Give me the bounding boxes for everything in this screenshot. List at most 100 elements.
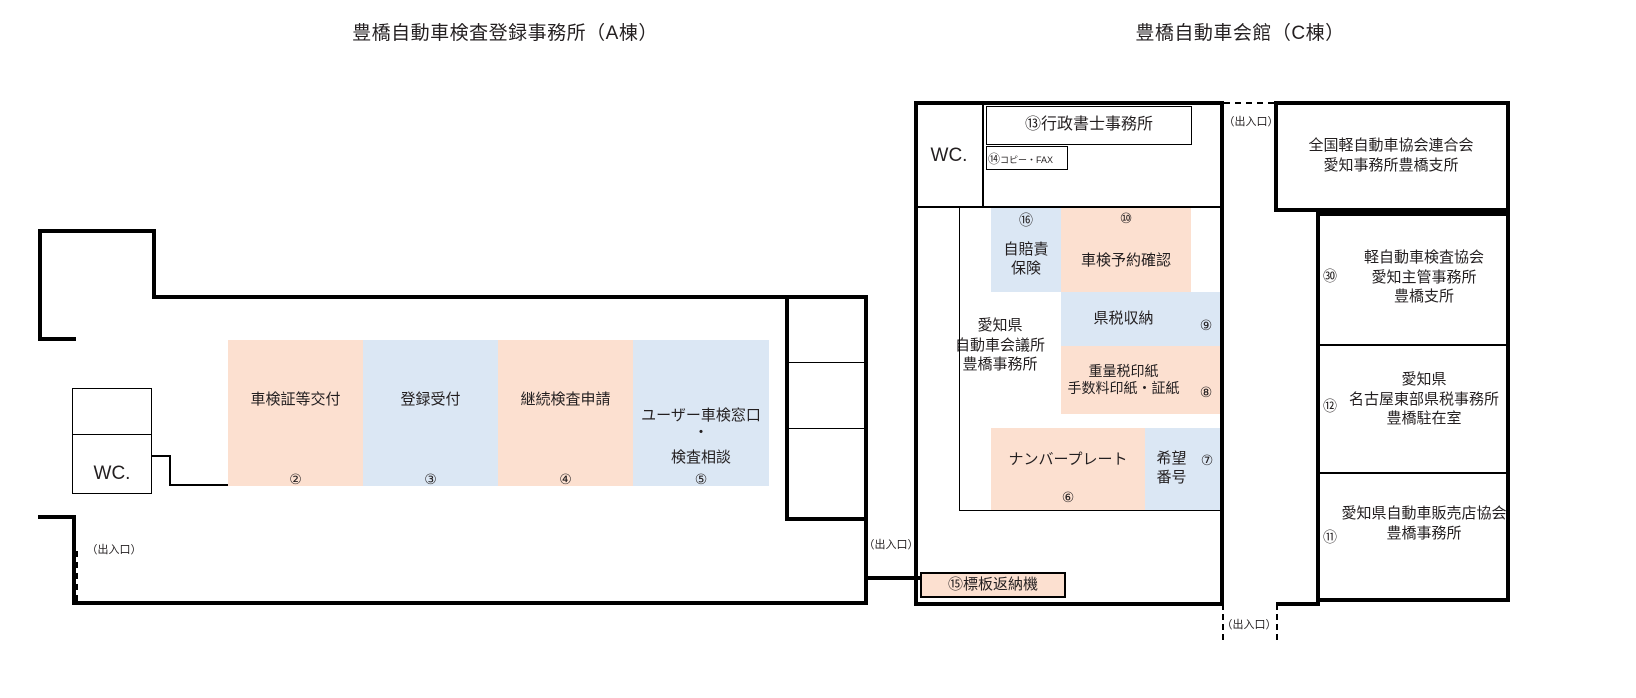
a-vestibule-right-wall bbox=[864, 295, 868, 521]
counter-num-5: ⑤ bbox=[694, 471, 708, 487]
a-wc-left-edge bbox=[72, 388, 73, 494]
room-juryozei-inshi-label: 重量税印紙 手数料印紙・証紙 bbox=[1067, 362, 1180, 397]
a-wc-right-edge bbox=[151, 388, 152, 494]
c-wall-right-upper bbox=[1220, 101, 1224, 206]
d-room1-left bbox=[1274, 101, 1278, 212]
copy-fax-name: コピー・FAX bbox=[1000, 155, 1054, 165]
counter-label-4: 継続検査申請 bbox=[520, 390, 611, 408]
counter-車検証等交付[interactable]: 車検証等交付 bbox=[228, 340, 363, 486]
c-counter-bottom-line bbox=[959, 510, 1220, 511]
corridor-entrance-dash-left bbox=[866, 521, 868, 577]
d-bottom-entrance-label: （出入口） bbox=[1221, 619, 1277, 631]
room-jibaiseki-label: 自賠責 保険 bbox=[1003, 241, 1049, 277]
a-wall-left-step bbox=[38, 337, 76, 341]
a-wall-notch-vert bbox=[152, 229, 156, 299]
room-kibo-bango[interactable]: 希望 番号 bbox=[1145, 428, 1220, 510]
room-aichi-jidosha-kaigisho: 愛知県 自動車会議所 豊橋事務所 bbox=[954, 317, 1045, 373]
room-kibo-bango-num: ⑦ bbox=[1200, 452, 1214, 468]
a-wc-label: WC. bbox=[93, 463, 131, 484]
counter-ユーザー車検窓口[interactable] bbox=[633, 340, 769, 486]
room-kei-jidosha-kensa: 軽自動車検査協会 愛知主管事務所 豊橋支所 bbox=[1363, 249, 1484, 305]
office-gyoseishoshi[interactable] bbox=[986, 106, 1192, 145]
a-wall-top-left bbox=[38, 229, 156, 233]
a-vestibule-div-1 bbox=[787, 362, 865, 363]
c-counter-left-line bbox=[959, 208, 960, 510]
counter-num-2: ② bbox=[289, 471, 302, 487]
counter-num-4: ④ bbox=[559, 471, 572, 487]
a-entrance-label: （出入口） bbox=[86, 544, 142, 556]
counter-label-5-line2: 検査相談 bbox=[670, 449, 731, 466]
c-wall-bottom bbox=[914, 602, 1224, 606]
counter-num-3: ③ bbox=[424, 471, 437, 487]
d-column-bottom bbox=[1316, 598, 1510, 602]
c-wall-top bbox=[914, 101, 1224, 105]
counter-継続検査申請[interactable]: 継続検査申請 bbox=[498, 340, 633, 486]
room-number-plate-num: ⑥ bbox=[1061, 489, 1075, 505]
d-column-right bbox=[1506, 212, 1510, 602]
room-kenzei-shuno-num: ⑨ bbox=[1199, 317, 1213, 333]
room-shaken-yoyaku[interactable]: 車検予約確認 bbox=[1061, 208, 1191, 292]
a-wc-upper-top bbox=[72, 388, 152, 389]
office-gyoseishoshi-name: 行政書士事務所 bbox=[1041, 116, 1154, 133]
d-divider-1 bbox=[1318, 344, 1508, 346]
room-hyoban-henno-ki-label: ⑮標板返納機 bbox=[948, 576, 1038, 595]
d-bottom-right-wall bbox=[1276, 602, 1320, 606]
room-shaken-yoyaku-num: ⑩ bbox=[1119, 210, 1133, 226]
room-juryozei-inshi-num: ⑧ bbox=[1199, 384, 1213, 400]
a-entrance-dash-left bbox=[76, 551, 78, 601]
room-hyoban-henno-ki[interactable]: ⑮標板返納機 bbox=[920, 572, 1066, 598]
d-room1-top bbox=[1274, 101, 1510, 105]
a-vestibule-left-wall bbox=[785, 295, 789, 521]
office-gyoseishoshi-label: ⑬行政書士事務所 bbox=[986, 115, 1192, 136]
d-room1-right bbox=[1506, 101, 1510, 212]
c-divider-upper bbox=[916, 206, 1222, 208]
c-wall-left bbox=[914, 101, 918, 606]
room-juryozei-inshi[interactable]: 重量税印紙 手数料印紙・証紙 bbox=[1061, 346, 1220, 414]
office-gyoseishoshi-num: ⑬ bbox=[1024, 116, 1041, 133]
copy-fax-box[interactable] bbox=[986, 146, 1068, 170]
d-divider-2 bbox=[1318, 472, 1508, 474]
c-wc-right-wall bbox=[982, 103, 984, 206]
room-number-plate-label: ナンバープレート bbox=[1008, 450, 1128, 468]
a-wall-bottom bbox=[72, 601, 868, 605]
counter-label-5-line1: ユーザー車検窓口 bbox=[641, 407, 761, 424]
a-wc-bottom bbox=[72, 493, 152, 494]
cd-entrance-label: （出入口） bbox=[1223, 116, 1279, 128]
d-column-top bbox=[1316, 212, 1510, 216]
a-wall-left-lower bbox=[38, 515, 76, 519]
counter-label-2: 車検証等交付 bbox=[250, 390, 341, 408]
room-shaken-yoyaku-label: 車検予約確認 bbox=[1080, 251, 1171, 269]
room-jibaiseki-num: ⑯ bbox=[1019, 212, 1033, 228]
room-jibaiseki-hoken[interactable]: 自賠責 保険 bbox=[991, 208, 1061, 292]
building-c-title: 豊橋自動車会館（C棟） bbox=[1135, 23, 1345, 44]
room-kenzei-shuno-label: 県税収納 bbox=[1093, 309, 1154, 327]
a-wall-top-main bbox=[152, 295, 868, 299]
room-hyoban-henno-ki-name: 標板返納機 bbox=[963, 575, 1039, 593]
room-kenzei-shuno[interactable]: 県税収納 bbox=[1061, 292, 1220, 346]
cd-connector-dash-top bbox=[1224, 102, 1274, 104]
copy-fax-num: ⑭ bbox=[988, 152, 1001, 166]
counter-label-3: 登録受付 bbox=[400, 390, 461, 408]
counter-label-5-dot: ・ bbox=[693, 424, 709, 441]
room-hyoban-henno-ki-num: ⑮ bbox=[947, 575, 963, 593]
a-wall-left-bottom-vert bbox=[72, 555, 76, 605]
d-room1-bottom bbox=[1274, 208, 1510, 212]
counter-登録受付[interactable]: 登録受付 bbox=[363, 340, 498, 486]
d-column-left bbox=[1316, 212, 1320, 602]
building-a-title: 豊橋自動車検査登録事務所（A棟） bbox=[352, 23, 658, 44]
room-zenkoku-kei-jidosha: 全国軽自動車協会連合会 愛知事務所豊橋支所 bbox=[1308, 137, 1474, 174]
a-corridor-top bbox=[864, 576, 920, 580]
room-nagoya-tobu-kenzei: 愛知県 名古屋東部県税事務所 豊橋駐在室 bbox=[1348, 371, 1499, 427]
corridor-entrance-label: （出入口） bbox=[863, 539, 919, 551]
room-hanbaiten-kyokai: 愛知県自動車販売店協会 豊橋事務所 bbox=[1341, 505, 1507, 542]
room-kei-jidosha-kensa-num: ㉚ bbox=[1323, 268, 1337, 284]
room-number-plate[interactable]: ナンバープレート bbox=[991, 428, 1145, 510]
c-wall-right-lower bbox=[1220, 206, 1224, 602]
room-kibo-bango-label: 希望 番号 bbox=[1156, 450, 1187, 486]
a-wall-left-upper bbox=[38, 229, 42, 339]
room-hanbaiten-kyokai-num: ⑪ bbox=[1323, 529, 1337, 545]
c-wc-label: WC. bbox=[930, 145, 968, 166]
copy-fax-label: ⑭コピー・FAX bbox=[988, 151, 1068, 167]
a-vestibule-div-2 bbox=[787, 428, 865, 429]
